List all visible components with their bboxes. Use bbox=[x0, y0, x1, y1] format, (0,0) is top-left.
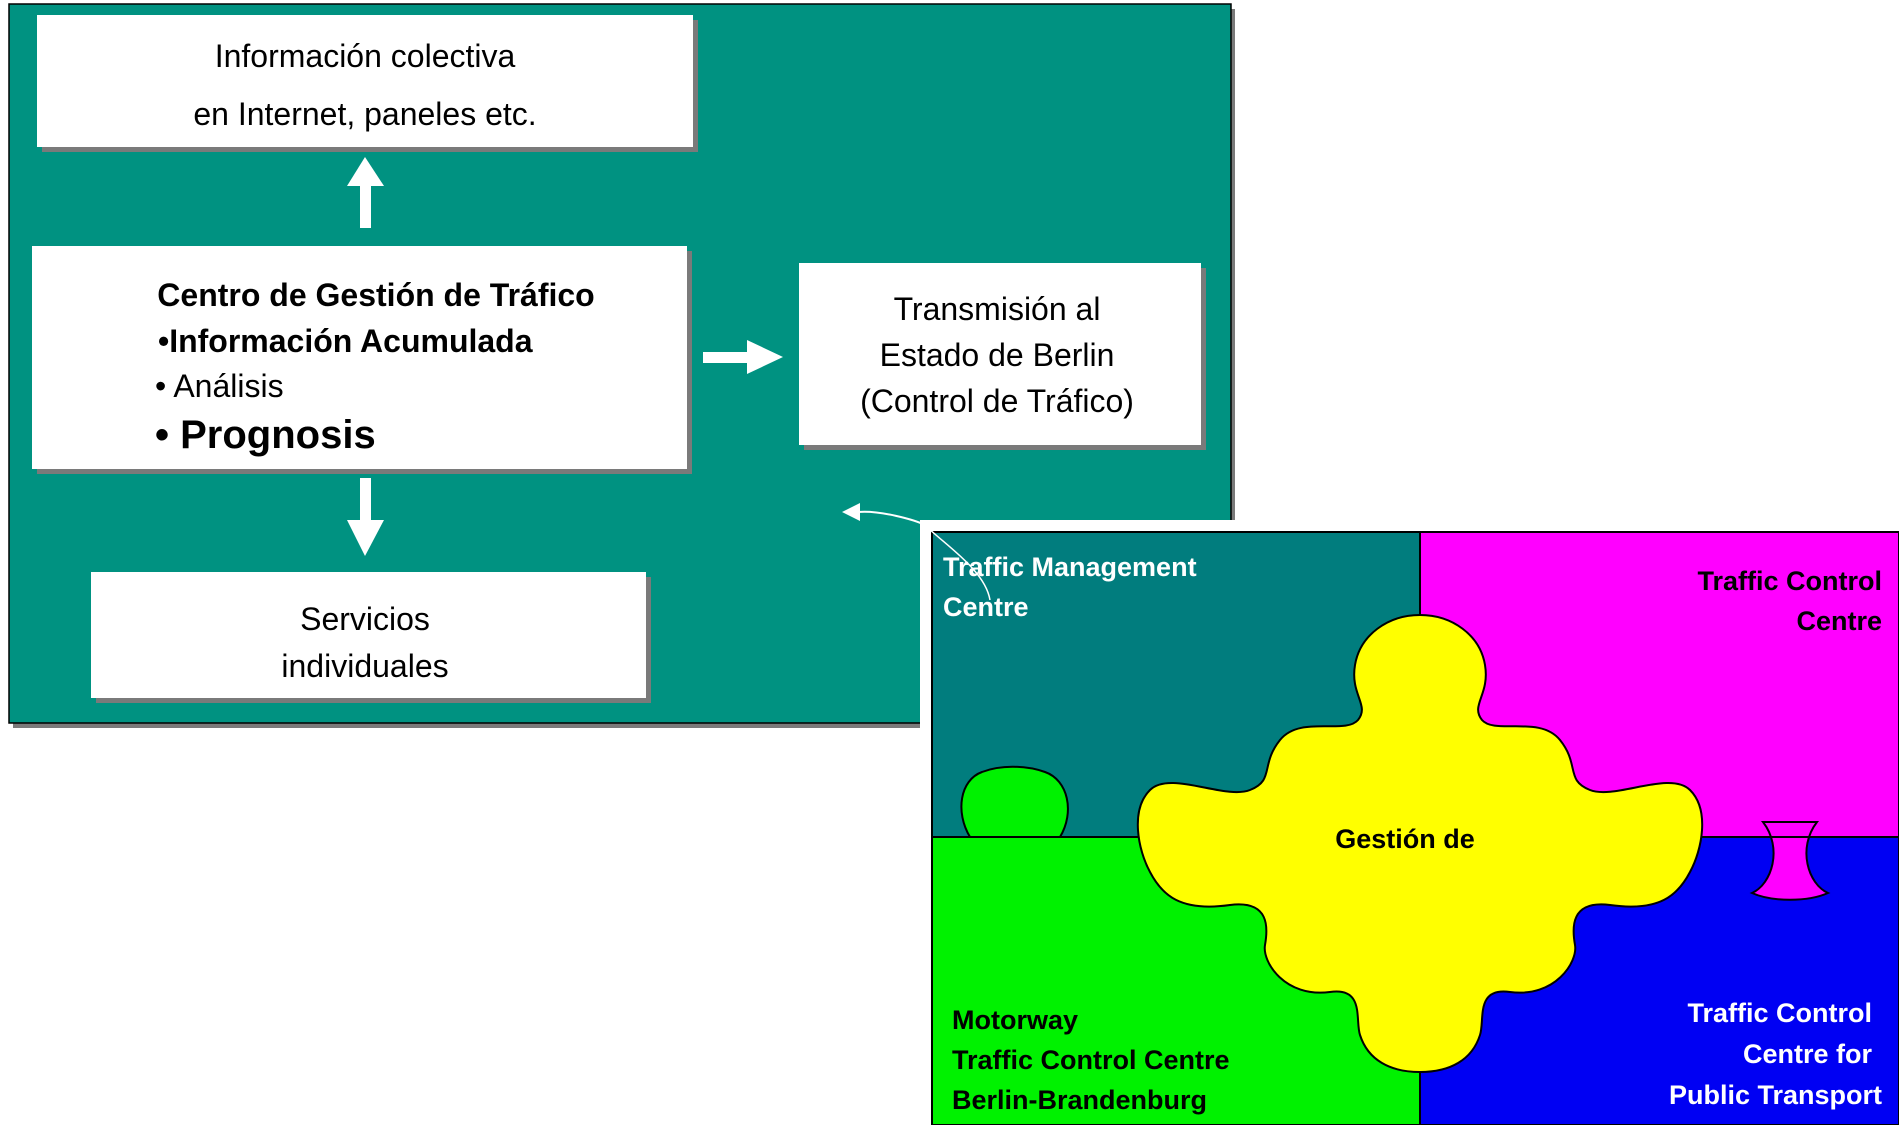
transmision-line3: (Control de Tráfico) bbox=[860, 383, 1134, 419]
transmision-line2: Estado de Berlin bbox=[880, 337, 1115, 373]
pt-label-line2: Centre for bbox=[1743, 1039, 1873, 1069]
servicios-line2: individuales bbox=[281, 648, 448, 684]
mtcc-label-line3: Berlin-Brandenburg bbox=[952, 1085, 1207, 1115]
box-transmision: Transmisión al Estado de Berlin (Control… bbox=[799, 263, 1206, 450]
box-centro-gestion-bg bbox=[32, 246, 687, 469]
tcc-label-line1: Traffic Control bbox=[1697, 566, 1882, 596]
tcc-label-line2: Centre bbox=[1796, 606, 1882, 636]
servicios-line1: Servicios bbox=[300, 601, 430, 637]
info-colectiva-line1: Información colectiva bbox=[215, 38, 516, 74]
box-transmision-bg bbox=[799, 263, 1201, 445]
centro-title: Centro de Gestión de Tráfico bbox=[157, 277, 594, 313]
puzzle-card: Traffic Management Centre Traffic Contro… bbox=[920, 520, 1899, 1125]
transmision-line1: Transmisión al bbox=[894, 291, 1101, 327]
info-colectiva-line2: en Internet, paneles etc. bbox=[193, 96, 536, 132]
pt-label-line3: Public Transport bbox=[1669, 1080, 1882, 1110]
box-servicios: Servicios individuales bbox=[91, 572, 651, 703]
puzzle-knob-magenta bbox=[1749, 821, 1831, 901]
tmc-label-line2: Centre bbox=[943, 592, 1029, 622]
box-centro-gestion: Centro de Gestión de Tráfico •Informació… bbox=[32, 246, 692, 474]
tmc-label-line1: Traffic Management bbox=[943, 552, 1197, 582]
centro-item-prognosis: • Prognosis bbox=[155, 413, 376, 457]
puzzle-piece-center bbox=[1136, 613, 1704, 1074]
box-servicios-bg bbox=[91, 572, 646, 698]
curved-arrow-icon bbox=[842, 503, 991, 601]
centro-item-informacion: •Información Acumulada bbox=[158, 323, 533, 359]
centro-item-analisis: • Análisis bbox=[155, 368, 284, 404]
center-label: Gestión de bbox=[1335, 824, 1475, 854]
box-info-colectiva-bg bbox=[37, 15, 693, 147]
box-info-colectiva: Información colectiva en Internet, panel… bbox=[37, 15, 698, 152]
arrow-up-icon bbox=[347, 157, 384, 228]
mtcc-label-line1: Motorway bbox=[952, 1005, 1078, 1035]
arrow-down-icon bbox=[347, 478, 384, 556]
arrow-right-icon bbox=[703, 340, 783, 374]
puzzle-knob-green bbox=[960, 765, 1069, 838]
mtcc-label-line2: Traffic Control Centre bbox=[952, 1045, 1230, 1075]
pt-label-line1: Traffic Control bbox=[1687, 998, 1872, 1028]
